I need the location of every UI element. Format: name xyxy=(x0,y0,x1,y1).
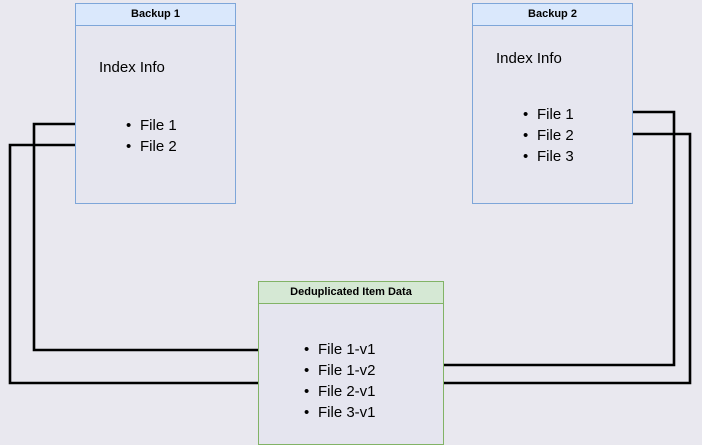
backup-1-index-info-label: Index Info xyxy=(99,59,165,76)
backup-1-file-list: File 1 File 2 xyxy=(124,115,177,157)
backup-1-title: Backup 1 xyxy=(76,4,235,26)
list-item: File 1 xyxy=(521,104,574,125)
list-item: File 3-v1 xyxy=(302,402,376,423)
list-item: File 1-v2 xyxy=(302,360,376,381)
backup-2-box[interactable]: Backup 2 Index Info File 1 File 2 File 3 xyxy=(472,3,633,204)
deduplicated-item-list: File 1-v1 File 1-v2 File 2-v1 File 3-v1 xyxy=(302,339,376,423)
list-item: File 1 xyxy=(124,115,177,136)
list-item: File 2 xyxy=(521,125,574,146)
backup-1-box[interactable]: Backup 1 Index Info File 1 File 2 xyxy=(75,3,236,204)
list-item: File 2-v1 xyxy=(302,381,376,402)
backup-2-index-info-label: Index Info xyxy=(496,50,562,67)
deduplicated-item-data-box[interactable]: Deduplicated Item Data File 1-v1 File 1-… xyxy=(258,281,444,445)
deduplicated-item-data-title: Deduplicated Item Data xyxy=(259,282,443,304)
backup-2-title: Backup 2 xyxy=(473,4,632,26)
backup-2-file-list: File 1 File 2 File 3 xyxy=(521,104,574,167)
list-item: File 2 xyxy=(124,136,177,157)
list-item: File 1-v1 xyxy=(302,339,376,360)
list-item: File 3 xyxy=(521,146,574,167)
